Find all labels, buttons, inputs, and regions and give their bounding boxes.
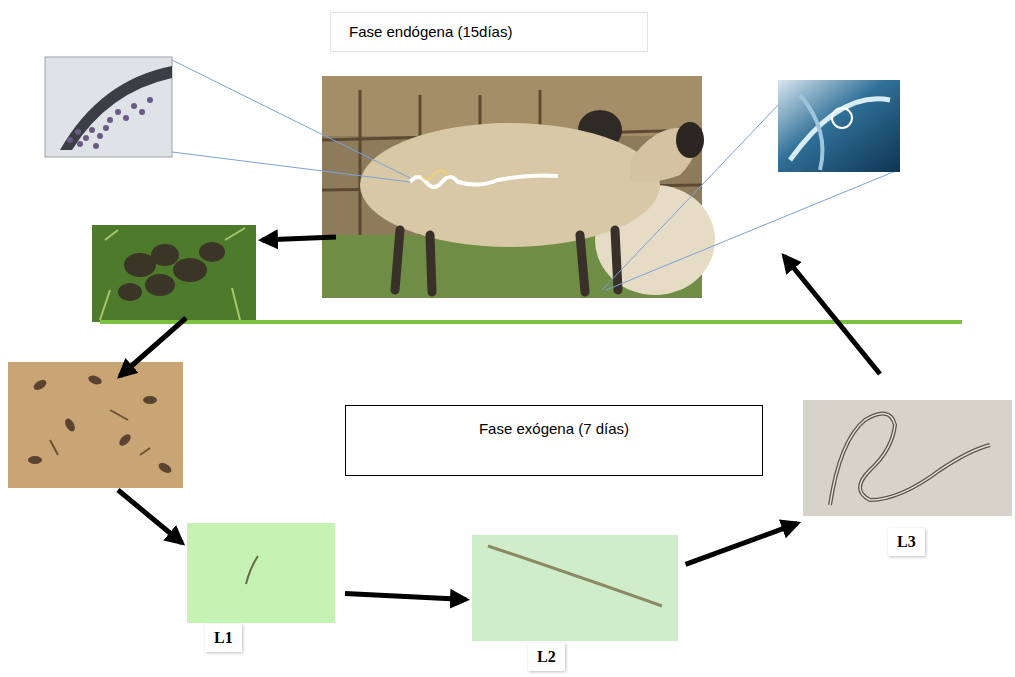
sheep-head: [676, 122, 704, 158]
larva: [488, 546, 662, 606]
larva-l1-photo: [187, 523, 335, 623]
cycle-arrow: [120, 318, 186, 376]
microscope-field: [187, 523, 335, 623]
eggs: [28, 374, 173, 475]
mouth-inset: [778, 80, 900, 172]
larva-body: [800, 95, 823, 170]
larva-stage: L1: [187, 523, 337, 656]
grass-blades: [100, 228, 245, 320]
cycle-arrow: [118, 490, 182, 543]
worm: [422, 170, 448, 179]
stage-label: L1: [205, 624, 242, 652]
larva-stage: L2: [472, 535, 678, 675]
larva-body: [790, 99, 890, 160]
phase-title-box: Fase endógena (15días): [330, 12, 648, 52]
microscope-field: [803, 400, 1012, 516]
sheep-legs: [395, 230, 618, 292]
feces: [118, 242, 225, 301]
phase-label: Fase exógena (7 días): [346, 406, 762, 437]
inset-frame: [45, 57, 172, 157]
stage-label: L2: [528, 643, 565, 671]
eggs-microscopy: [8, 362, 183, 488]
inset-frame: [778, 80, 900, 172]
egg-inset: [45, 57, 172, 157]
cycle-arrow: [686, 523, 798, 564]
microscope-field: [8, 362, 183, 488]
cycle-arrow: [345, 594, 466, 600]
phase-box: Fase exógena (7 días): [345, 405, 763, 476]
larva-stage: L3: [803, 400, 1012, 566]
phase-label: Fase endógena (15días): [331, 13, 512, 40]
cycle-arrow: [262, 237, 336, 240]
grass: [92, 225, 256, 322]
larva-l3-photo: [803, 400, 1012, 516]
microscope-field: [472, 535, 678, 641]
sheep-photo: [322, 76, 715, 298]
eggs: [67, 97, 153, 149]
cycle-arrow: [784, 256, 880, 374]
feces-photo: [92, 225, 256, 322]
debris: [50, 410, 150, 455]
stage-label: L3: [888, 528, 925, 556]
larva: [246, 556, 258, 584]
worm-wall: [60, 66, 172, 150]
larva: [830, 414, 990, 505]
larva-inner: [830, 414, 990, 505]
cycle-arrows: [118, 237, 880, 543]
larva-head: [832, 108, 852, 128]
ground-line: [100, 320, 962, 324]
larva-l2-photo: [472, 535, 678, 641]
